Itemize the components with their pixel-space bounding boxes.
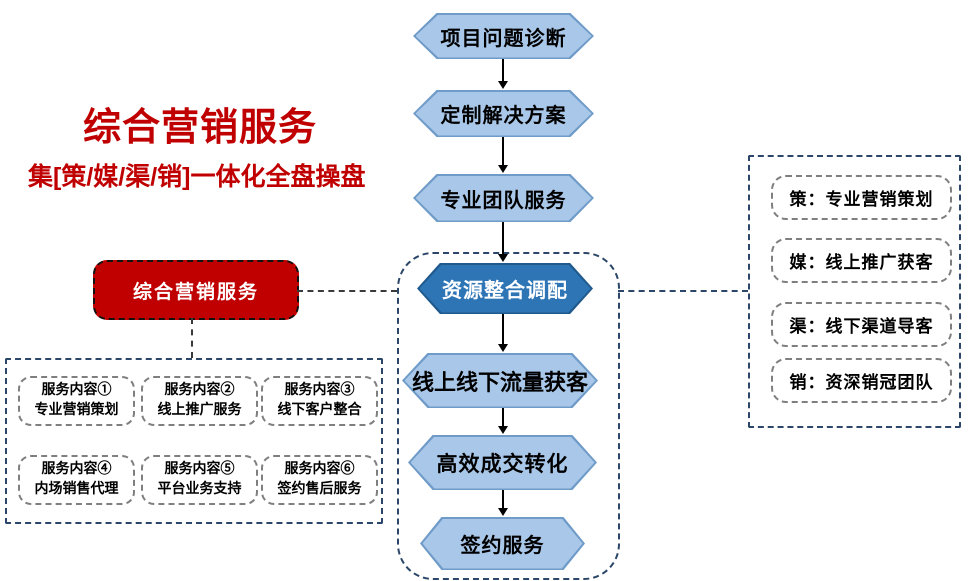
legend-item-sales: 销：资深销冠团队 bbox=[771, 358, 952, 403]
arrow-down-icon bbox=[498, 408, 508, 434]
services-panel bbox=[5, 358, 383, 524]
service-item-desc: 专业营销策划 bbox=[34, 403, 119, 418]
flow-highlight-frame bbox=[397, 252, 620, 580]
service-item-4: 服务内容④ 内场销售代理 bbox=[18, 455, 135, 505]
arrow-down-icon bbox=[498, 490, 508, 516]
service-item-2: 服务内容② 线上推广服务 bbox=[141, 376, 258, 426]
flow-step-resource: 资源整合调配 bbox=[417, 263, 593, 314]
service-item-title: 服务内容⑥ bbox=[284, 461, 355, 477]
arrow-down-icon bbox=[498, 59, 508, 89]
service-item-1: 服务内容① 专业营销策划 bbox=[18, 376, 135, 426]
legend-item-label: 策：专业营销策划 bbox=[789, 190, 934, 209]
legend-panel bbox=[748, 155, 961, 428]
legend-item-label: 销：资深销冠团队 bbox=[789, 373, 934, 392]
service-item-5: 服务内容⑤ 平台业务支持 bbox=[141, 455, 258, 505]
service-item-title: 服务内容④ bbox=[41, 461, 112, 477]
service-item-desc: 签约售后服务 bbox=[277, 482, 362, 497]
service-item-desc: 平台业务支持 bbox=[157, 482, 242, 497]
service-item-desc: 线上推广服务 bbox=[157, 403, 242, 418]
flow-step-label: 签约服务 bbox=[460, 535, 545, 557]
connector-flow-to-legend bbox=[618, 290, 748, 292]
legend-item-media: 媒：线上推广获客 bbox=[771, 238, 952, 283]
flow-step-traffic: 线上线下流量获客 bbox=[402, 353, 598, 408]
flow-step-team: 专业团队服务 bbox=[413, 174, 594, 222]
flow-step-solution: 定制解决方案 bbox=[413, 90, 594, 137]
source-box: 综合营销服务 bbox=[93, 260, 299, 320]
legend-item-strategy: 策：专业营销策划 bbox=[771, 175, 952, 220]
legend-item-label: 媒：线上推广获客 bbox=[789, 253, 934, 272]
page-title: 综合营销服务 bbox=[83, 107, 318, 149]
service-item-3: 服务内容③ 线下客户整合 bbox=[261, 376, 378, 426]
service-item-title: 服务内容⑤ bbox=[164, 461, 235, 477]
service-item-title: 服务内容① bbox=[41, 382, 112, 398]
legend-item-label: 渠：线下渠道导客 bbox=[789, 317, 934, 336]
page-subtitle: 集[策/媒/渠/销]一体化全盘操盘 bbox=[28, 163, 366, 191]
arrow-down-icon bbox=[498, 314, 508, 352]
flow-step-label: 线上线下流量获客 bbox=[411, 369, 588, 395]
arrow-down-icon bbox=[498, 222, 508, 262]
service-item-desc: 线下客户整合 bbox=[277, 403, 362, 418]
connector-source-to-services bbox=[191, 318, 193, 358]
source-box-label: 综合营销服务 bbox=[132, 281, 259, 303]
service-item-title: 服务内容③ bbox=[284, 382, 355, 398]
flow-step-conversion: 高效成交转化 bbox=[408, 435, 597, 490]
service-item-6: 服务内容⑥ 签约售后服务 bbox=[261, 455, 378, 505]
flow-step-label: 高效成交转化 bbox=[436, 452, 569, 476]
legend-item-channel: 渠：线下渠道导客 bbox=[771, 302, 952, 347]
flow-step-label: 专业团队服务 bbox=[440, 189, 567, 212]
service-item-desc: 内场销售代理 bbox=[34, 482, 119, 497]
flow-step-label: 资源整合调配 bbox=[442, 280, 568, 302]
flow-step-label: 项目问题诊断 bbox=[440, 27, 567, 50]
connector-source-to-flow bbox=[297, 290, 397, 292]
flow-step-label: 定制解决方案 bbox=[440, 105, 567, 127]
flow-step-signing: 签约服务 bbox=[420, 517, 585, 570]
service-item-title: 服务内容② bbox=[164, 382, 235, 398]
arrow-down-icon bbox=[498, 137, 508, 173]
flow-step-diagnosis: 项目问题诊断 bbox=[413, 13, 594, 59]
